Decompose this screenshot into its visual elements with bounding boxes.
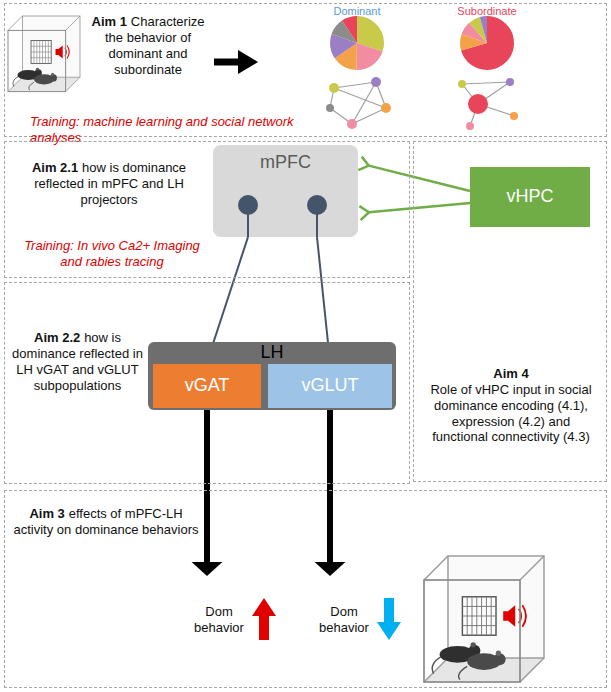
label-block: Dom behavior [310, 604, 378, 635]
node-text: vGAT [185, 375, 230, 397]
text-block: LH [148, 342, 396, 364]
node-text: mPFC [260, 152, 311, 172]
region-box: mPFC [213, 145, 358, 237]
text-block: vHPC [470, 167, 590, 227]
text-block: Aim 3effects of mPFC-LH activity on domi… [12, 506, 200, 538]
text-block: Training: In vivo Ca2+ Imaging and rabie… [14, 238, 210, 270]
mouse-cage [8, 16, 80, 92]
black-arrow [214, 50, 258, 74]
chart-label: Dominant [333, 5, 380, 17]
aim-number: Aim 2.2 [34, 330, 80, 345]
training-note: Training: In vivo Ca2+ Imaging and rabie… [24, 238, 200, 269]
text-block: Aim 4Role of vHPC input in social domina… [424, 366, 598, 445]
label-block: Dom behavior [186, 604, 252, 635]
node-text: Role of vHPC input in social dominance e… [430, 382, 591, 445]
label-block: Dominant [327, 5, 387, 18]
label-block: Subordinate [447, 5, 527, 18]
aim-panel: Aim 2.2how is dominance reflected in LH … [4, 282, 410, 484]
aim-number: Aim 3 [29, 506, 64, 521]
pie-chart [344, 30, 371, 57]
social-network [326, 77, 391, 129]
node-text: vHPC [506, 186, 553, 208]
aim-number: Aim 4 [424, 366, 598, 382]
node-text: vGLUT [301, 375, 358, 397]
text-block: mPFC [213, 152, 358, 174]
text-block: Aim 2.1how is dominance reflected in mPF… [14, 160, 204, 208]
outcome-label: Dom behavior [194, 604, 244, 635]
aim-panel: Aim 3effects of mPFC-LH activity on domi… [4, 490, 607, 688]
connector [315, 408, 346, 576]
pie-chart [474, 30, 501, 57]
region-box: vHPC [470, 167, 590, 227]
aim-number: Aim 1 [92, 14, 127, 29]
aim-panel: Aim 2.1how is dominance reflected in mPF… [4, 141, 410, 278]
population-box: vGLUT [268, 364, 392, 408]
text-block: Aim 1Characterize the behavior of domina… [82, 14, 214, 77]
social-network [458, 78, 518, 130]
connector [359, 203, 470, 220]
aim-number: Aim 2.1 [32, 160, 78, 175]
aim-panel: Aim 4Role of vHPC input in social domina… [413, 141, 607, 482]
outcome-label: Dom behavior [319, 604, 369, 635]
chart-label: Subordinate [457, 5, 516, 17]
decrease-arrow [377, 598, 401, 640]
text-block: Aim 2.2how is dominance reflected in LH … [10, 330, 145, 393]
text-block: vGAT [153, 364, 261, 408]
text-block: vGLUT [268, 364, 392, 408]
connector [192, 408, 223, 576]
population-box: vGAT [153, 364, 261, 408]
connector [358, 157, 470, 191]
increase-arrow [252, 598, 276, 640]
mouse-cage [424, 556, 544, 682]
region-box: LH vGAT vGLUT [148, 342, 396, 410]
node-text: LH [260, 342, 283, 362]
aim-panel: Aim 1Characterize the behavior of domina… [4, 3, 607, 137]
